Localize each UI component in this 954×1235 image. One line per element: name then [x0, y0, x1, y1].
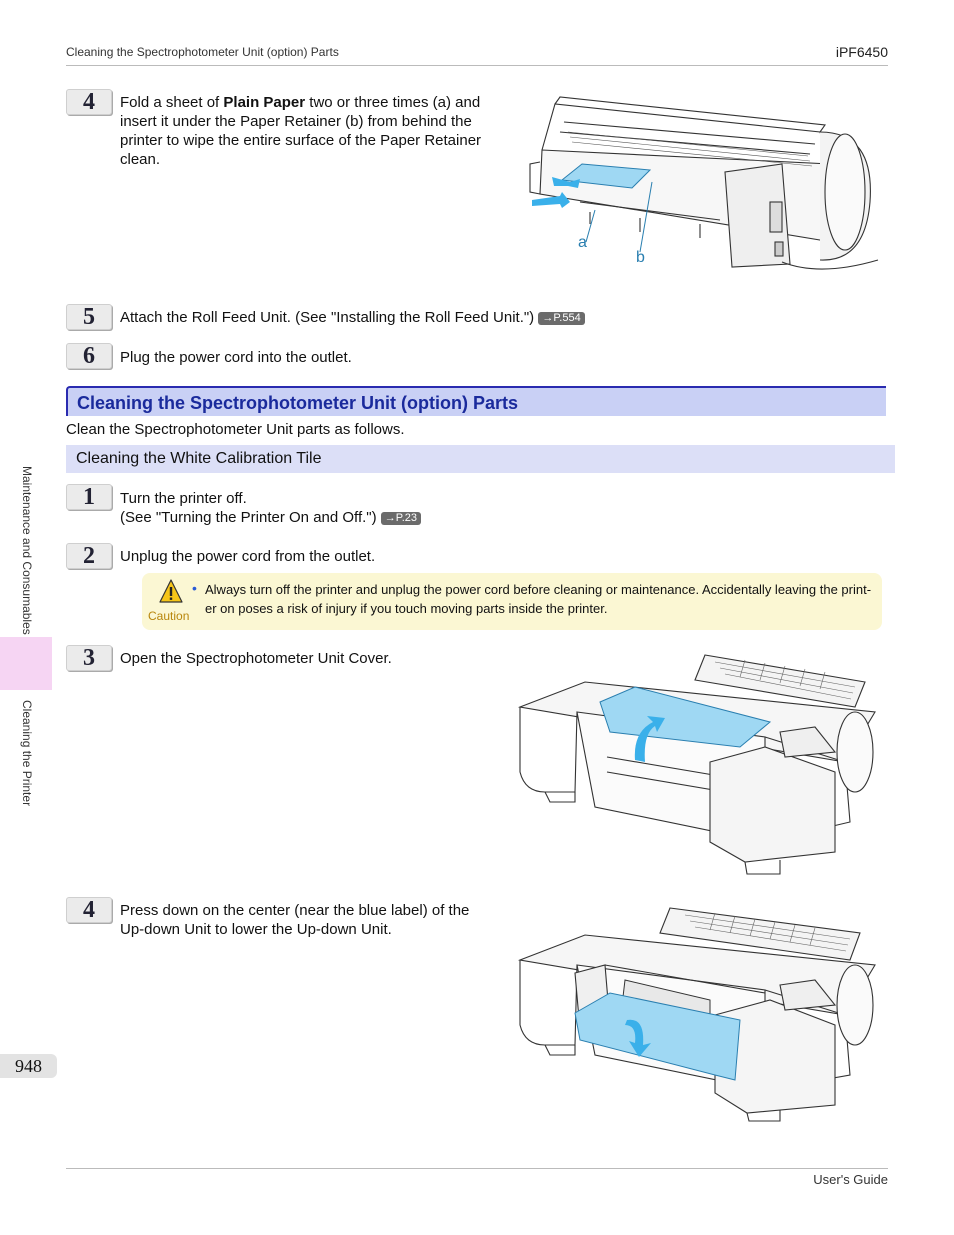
step-number: 4 [66, 897, 112, 923]
footer-guide-name: User's Guide [813, 1172, 888, 1187]
section-intro: Clean the Spectrophotometer Unit parts a… [66, 421, 405, 438]
page-reference-link[interactable]: →P.23 [380, 512, 421, 525]
caution-box [142, 573, 882, 630]
bold-term: Plain Paper [223, 94, 306, 111]
subsection-heading: Cleaning the White Calibration Tile [66, 445, 895, 473]
step-number: 4 [66, 89, 112, 115]
section-heading: Cleaning the Spectrophotometer Unit (opt… [66, 386, 886, 416]
bullet-icon: • [192, 580, 197, 596]
printer-rear-illustration: a b [529, 96, 879, 270]
sidebar-active-tab [0, 637, 52, 690]
step-text: Open the Spectrophotometer Unit Cover. [120, 650, 392, 667]
page-reference-link[interactable]: →P.554 [538, 312, 585, 325]
figure-label-b: b [636, 249, 645, 266]
footer-divider [66, 1168, 888, 1169]
step-text: Press down on the center (near the blue … [120, 902, 470, 938]
step-text: Fold a sheet of Plain Paper two or three… [120, 94, 482, 168]
step-number: 3 [66, 645, 112, 671]
caution-label: Caution [148, 609, 190, 623]
step-text: Unplug the power cord from the outlet. [120, 548, 376, 565]
step-number: 2 [66, 543, 112, 569]
warning-icon [159, 579, 183, 603]
header-divider [66, 65, 888, 66]
step-number: 1 [66, 484, 112, 510]
sidebar-chapter[interactable]: Maintenance and Consumables [20, 466, 34, 635]
step-text: Turn the printer off. (See "Turning the … [120, 489, 680, 527]
running-header-model: iPF6450 [835, 44, 888, 60]
figure-label-a: a [578, 234, 587, 251]
page-number: 948 [0, 1054, 57, 1078]
step-number: 6 [66, 343, 112, 369]
caution-text: Always turn off the printer and unplug t… [205, 582, 872, 616]
printer-updown-unit-illustration [517, 907, 876, 1122]
step-text: Attach the Roll Feed Unit. (See "Install… [120, 308, 680, 327]
sidebar-section[interactable]: Cleaning the Printer [20, 700, 34, 807]
running-header-title: Cleaning the Spectrophotometer Unit (opt… [66, 45, 339, 59]
step-number: 5 [66, 304, 112, 330]
printer-cover-open-illustration [517, 654, 876, 875]
step-text: Plug the power cord into the outlet. [120, 349, 352, 366]
